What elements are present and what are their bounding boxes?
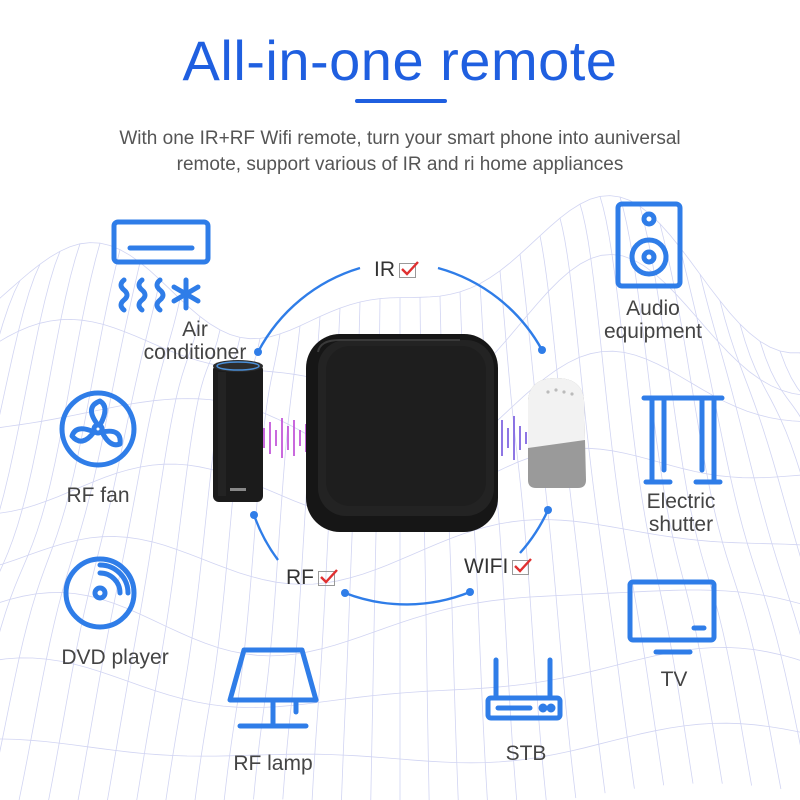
ring-dot — [341, 589, 349, 597]
mesh-line — [739, 323, 800, 473]
dvd-player-label: DVD player — [61, 646, 169, 669]
mesh-line — [699, 274, 800, 636]
rf-text: RF — [286, 566, 314, 589]
ring-dot — [538, 346, 546, 354]
lamp-icon — [227, 647, 319, 729]
mesh-line — [679, 247, 800, 746]
mesh-line — [136, 329, 221, 800]
ir-connection-label: IR — [374, 258, 419, 282]
sound-wave-left-icon — [263, 418, 313, 458]
mesh-line — [0, 243, 81, 573]
checkbox-checked-icon — [512, 557, 533, 575]
wifi-text: WIFI — [464, 555, 509, 578]
tv-icon — [627, 579, 717, 655]
shutter-icon — [641, 395, 725, 485]
stb-label: STB — [505, 742, 547, 765]
ring-dot — [466, 588, 474, 596]
checkbox-checked-icon — [318, 568, 338, 586]
rf-fan-label: RF fan — [66, 484, 130, 507]
mesh-line — [77, 298, 181, 800]
dvd-disc-icon — [63, 556, 137, 630]
subtitle-line-2: remote, support various of IR and ri hom… — [176, 154, 624, 175]
wifi-connection-label: WIFI — [464, 555, 533, 579]
page-subtitle: With one IR+RF Wifi remote, turn your sm… — [60, 126, 740, 178]
remote-hub-image — [306, 334, 498, 532]
ring-arc-bottom — [344, 590, 471, 606]
home-speaker-image — [528, 378, 586, 488]
rf-lamp-label: RF lamp — [233, 752, 313, 775]
mesh-line — [759, 341, 800, 418]
mesh-line — [223, 333, 281, 800]
ring-dot — [544, 506, 552, 514]
mesh-line — [48, 279, 161, 800]
title-underline — [355, 99, 447, 103]
audio-equipment-label: Audio equipment — [603, 297, 703, 343]
mesh-line — [719, 300, 800, 557]
ring-arc-left — [252, 514, 279, 561]
ir-text: IR — [374, 258, 395, 281]
mesh-line — [0, 249, 121, 753]
mesh-line — [559, 218, 635, 789]
mesh-line — [659, 223, 782, 790]
ring-arc-top-left — [256, 266, 361, 353]
air-conditioner-label: Air conditioner — [143, 318, 247, 364]
page-title: All-in-one remote — [182, 29, 618, 92]
subtitle-line-1: With one IR+RF Wifi remote, turn your sm… — [119, 128, 681, 149]
audio-speaker-icon — [615, 201, 683, 289]
mesh-line — [0, 242, 101, 633]
mesh-line — [639, 206, 752, 786]
mesh-line — [107, 316, 201, 800]
sound-wave-right-icon — [495, 416, 527, 460]
ring-dot — [254, 348, 262, 356]
rf-connection-label: RF — [286, 566, 338, 590]
ring-arc-top-right — [437, 266, 544, 351]
set-top-box-icon — [485, 657, 563, 721]
ring-arc-right — [519, 509, 550, 554]
air-conditioner-icon — [111, 219, 211, 313]
smart-speaker-image — [213, 360, 263, 502]
mesh-line — [0, 251, 61, 511]
tv-label: TV — [660, 668, 688, 691]
fan-icon — [59, 390, 137, 468]
mesh-line — [579, 203, 665, 786]
mesh-line — [539, 235, 606, 794]
checkbox-checked-icon — [399, 260, 419, 278]
mesh-line — [18, 262, 141, 800]
mesh-line — [0, 264, 41, 416]
ring-dot — [250, 511, 258, 519]
electric-shutter-label: Electric shutter — [646, 490, 716, 536]
